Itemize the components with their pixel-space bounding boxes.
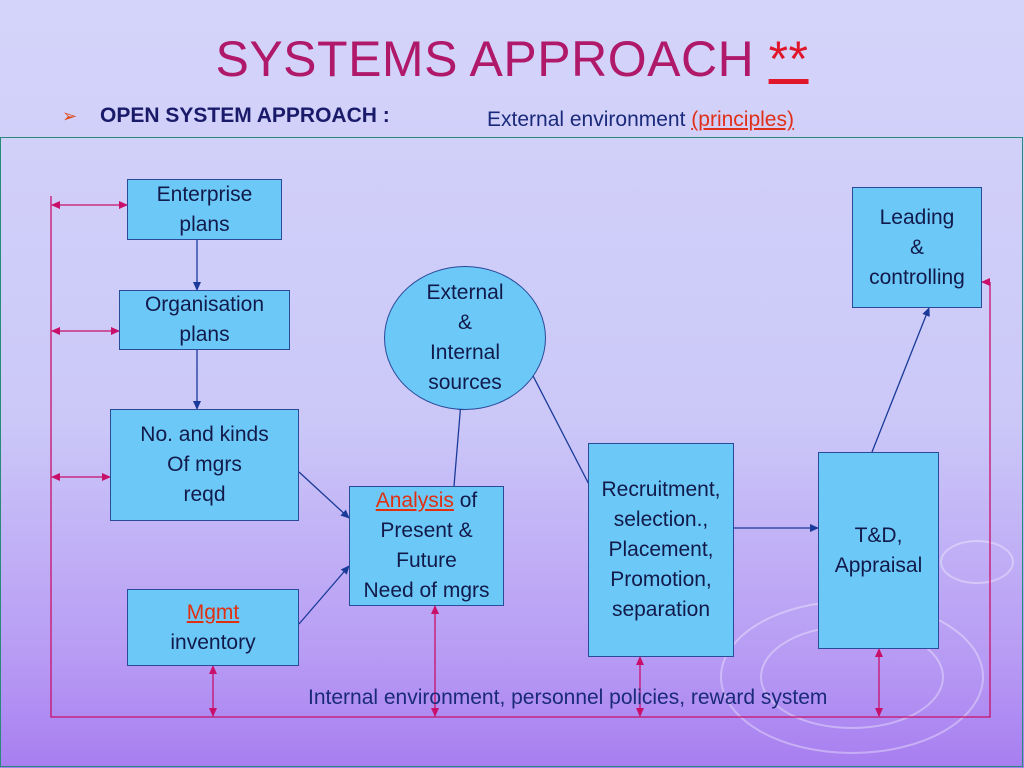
analysis-link[interactable]: Analysis (375, 489, 454, 512)
box-line: controlling (869, 265, 965, 289)
mgmt-inventory-box: Mgmt inventory (127, 589, 299, 666)
internal-environment-label: Internal environment, personnel policies… (308, 686, 828, 709)
circle-line: sources (428, 371, 502, 394)
slide-title: SYSTEMS APPROACH ** (0, 30, 1024, 88)
analysis-box: Analysis of Present & Future Need of mgr… (349, 486, 504, 606)
box-line-analysis: Analysis of (376, 486, 478, 516)
box-line: Appraisal (834, 553, 923, 577)
box-line: separation (611, 598, 711, 621)
circle-line: & (457, 311, 472, 334)
feedback-loop (50, 196, 991, 718)
box-line: plans (179, 323, 230, 346)
box-line: inventory (170, 630, 256, 654)
box-line: reqd (183, 483, 226, 506)
bullet-arrow-icon: ➢ (62, 106, 78, 126)
arrow-sources-to-recruitment (529, 369, 597, 499)
td-appraisal-box: T&D, Appraisal (818, 452, 939, 649)
box-line: selection., (613, 508, 709, 531)
arrow-nokinds-to-analysis (298, 471, 350, 519)
external-environment-label: External environment (principles) (487, 108, 794, 132)
enterprise-plans-box: Enterprise plans (127, 179, 282, 240)
no-and-kinds-box: No. and kinds Of mgrs reqd (110, 409, 299, 521)
box-line: Need of mgrs (363, 579, 490, 602)
title-stars[interactable]: ** (768, 31, 809, 87)
mgmt-link[interactable]: Mgmt (186, 600, 240, 624)
box-line: plans (179, 212, 230, 236)
arrow-analysis-to-sources (453, 401, 465, 487)
circle-line: External (426, 281, 504, 304)
external-environment-text: External environment (487, 108, 686, 131)
box-line: T&D, (854, 523, 903, 547)
box-line: Promotion, (610, 568, 712, 591)
arrow-mgmt-to-analysis (298, 565, 350, 625)
subtitle: OPEN SYSTEM APPROACH : (100, 104, 390, 127)
sources-circle: External & Internal sources (384, 266, 546, 410)
ripple-decoration (940, 540, 1014, 584)
box-text: of (453, 489, 478, 512)
box-line: Organisation (144, 293, 265, 316)
box-line: No. and kinds (140, 423, 269, 446)
title-text: SYSTEMS APPROACH (215, 31, 755, 87)
box-line: Enterprise (156, 182, 253, 206)
box-line: & (909, 235, 924, 259)
box-line: Future (396, 549, 457, 572)
recruitment-box: Recruitment, selection., Placement, Prom… (588, 443, 734, 657)
box-line: Leading (879, 205, 955, 229)
circle-line: Internal (429, 341, 501, 364)
diagram-frame (0, 137, 1023, 767)
box-line: Of mgrs (167, 453, 242, 476)
arrow-td-to-leading (871, 307, 930, 453)
box-line: Placement, (608, 538, 714, 561)
organisation-plans-box: Organisation plans (119, 290, 290, 350)
leading-controlling-box: Leading & controlling (852, 187, 982, 308)
box-line: Present & (380, 519, 473, 542)
principles-link[interactable]: (principles) (691, 108, 794, 131)
box-line: Recruitment, (601, 478, 721, 501)
